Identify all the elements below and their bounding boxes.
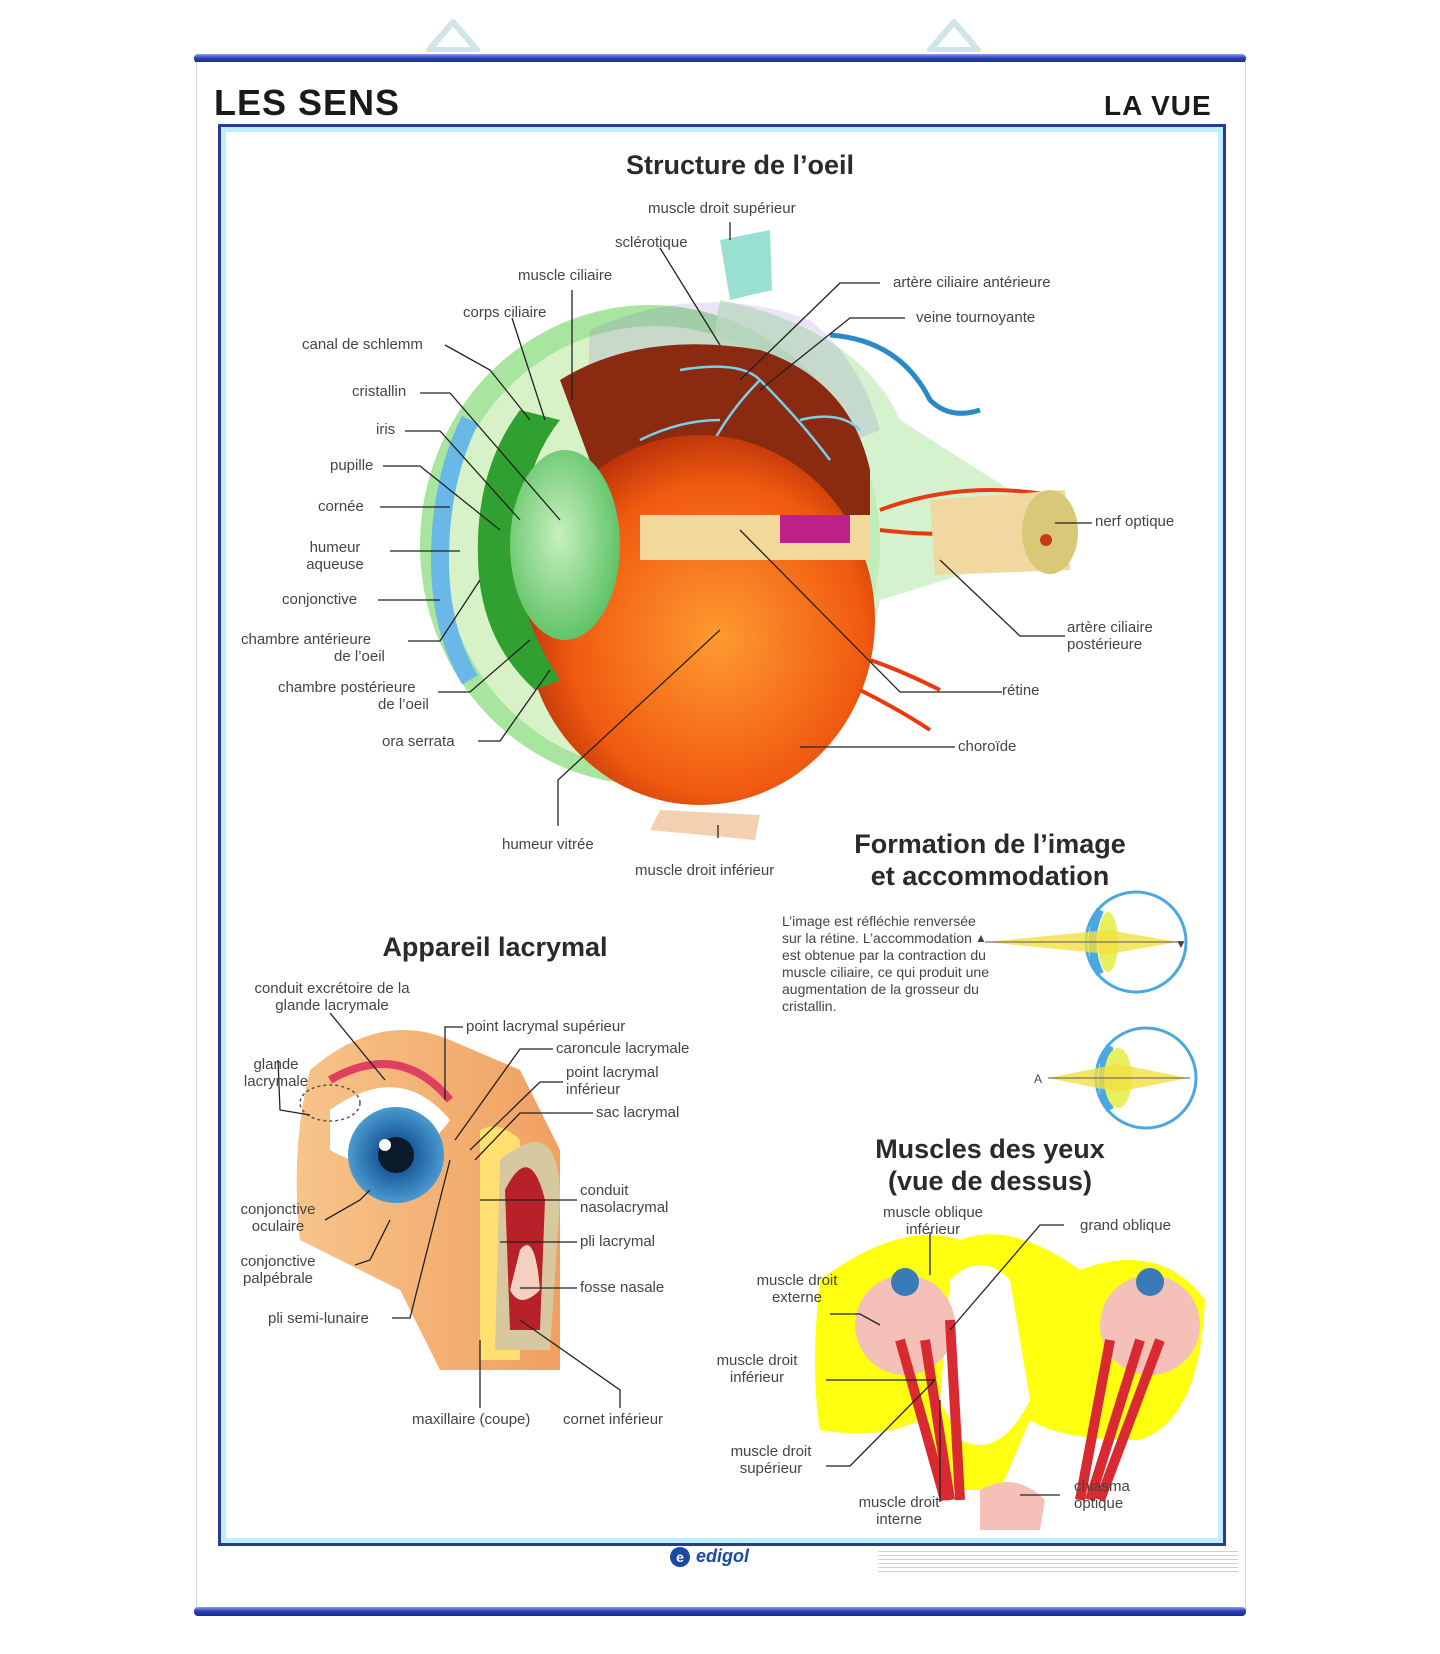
label-sac-lacrymal: sac lacrymal: [596, 1104, 680, 1121]
label-droit-interne-2: interne: [876, 1511, 922, 1528]
label-caroncule: caroncule lacrymale: [556, 1040, 690, 1057]
label-corps-ciliaire: corps ciliaire: [463, 304, 547, 321]
label-droit-inferieur-2: inférieur: [729, 1369, 785, 1386]
poster-title-right: LA VUE: [1104, 90, 1212, 121]
accommodation-diagrams: ▲ ▼: [975, 890, 1198, 1130]
label-object-a: A: [1034, 1072, 1043, 1086]
label-artere-post-2: postérieure: [1067, 636, 1143, 653]
top-rod: [194, 54, 1246, 63]
label-veine-tournoyante: veine tournoyante: [916, 309, 1036, 326]
hanger-icon: [426, 19, 480, 52]
formation-description: L’image est réfléchie renversée sur la r…: [782, 913, 989, 1014]
eye-leader-lines: [378, 222, 1092, 838]
label-conduit-naso-1: conduit: [580, 1182, 629, 1199]
fine-print: [878, 1548, 1238, 1574]
label-point-lacrymal-superieur: point lacrymal supérieur: [466, 1018, 626, 1035]
svg-text:▲: ▲: [975, 931, 987, 945]
edigol-logo-icon: e: [670, 1547, 690, 1568]
svg-text:▼: ▼: [1175, 937, 1187, 951]
heading-lacrymal: Appareil lacrymal: [382, 932, 608, 962]
heading-muscles-line1: Muscles des yeux: [875, 1134, 1105, 1164]
heading-muscles-line2: (vue de dessus): [887, 1166, 1093, 1196]
label-chiasma-1: chiasma: [1074, 1478, 1130, 1495]
eye-near-diagram: [1048, 1026, 1198, 1130]
lacrymal-leader-lines: [277, 1012, 621, 1408]
label-muscle-ciliaire: muscle ciliaire: [518, 267, 613, 284]
content-frame: [218, 124, 1226, 1546]
label-pupille: pupille: [330, 457, 374, 474]
label-chambre-ant-2: de l’oeil: [334, 648, 385, 665]
label-grand-oblique: grand oblique: [1080, 1217, 1171, 1234]
label-humeur-aqueuse-2: aqueuse: [306, 556, 364, 573]
label-droit-superieur-1: muscle droit: [730, 1443, 812, 1460]
label-retine: rétine: [1002, 682, 1040, 699]
label-humeur-aqueuse-1: humeur: [309, 539, 361, 556]
label-droit-externe-2: externe: [771, 1289, 823, 1306]
label-sclerotique: sclérotique: [615, 234, 688, 251]
label-oblique-inf-2: inférieur: [905, 1221, 961, 1238]
bottom-rod: [194, 1607, 1246, 1616]
label-chambre-post-1: chambre postérieure: [278, 679, 416, 696]
label-glande-2: lacrymale: [243, 1073, 309, 1090]
label-cornee: cornée: [318, 498, 364, 515]
eye-cross-section: [420, 230, 1078, 840]
label-droit-superieur-2: supérieur: [739, 1460, 803, 1477]
label-cristallin: cristallin: [352, 383, 407, 400]
label-oblique-inf-1: muscle oblique: [882, 1204, 984, 1221]
lacrymal-apparatus: [296, 1030, 560, 1370]
label-chambre-ant-1: chambre antérieure: [241, 631, 372, 648]
label-cornet-inferieur: cornet inférieur: [563, 1411, 664, 1428]
label-droit-inferieur-1: muscle droit: [716, 1352, 798, 1369]
eye-far-diagram: ▲ ▼: [975, 890, 1188, 994]
label-conduit-excretoire-1: conduit excrétoire de la: [254, 980, 410, 997]
muscle-leader-lines: [826, 1224, 1064, 1502]
label-maxillaire: maxillaire (coupe): [412, 1411, 531, 1428]
label-conduit-excretoire-2: glande lacrymale: [275, 997, 389, 1014]
label-droit-interne-1: muscle droit: [858, 1494, 940, 1511]
poster-title-left: LES SENS: [214, 82, 401, 123]
label-nerf-optique: nerf optique: [1095, 513, 1175, 530]
label-chambre-post-2: de l’oeil: [378, 696, 429, 713]
hanger-icon: [927, 19, 981, 52]
heading-structure: Structure de l’oeil: [625, 150, 855, 180]
label-muscle-droit-inferieur: muscle droit inférieur: [635, 862, 775, 879]
label-droit-externe-1: muscle droit: [756, 1272, 838, 1289]
label-point-lacrymal-inf-1: point lacrymal: [566, 1064, 659, 1081]
label-pli-lacrymal: pli lacrymal: [580, 1233, 656, 1250]
label-conj-oculaire-1: conjonctive: [240, 1201, 316, 1218]
label-chiasma-2: optique: [1074, 1495, 1124, 1512]
heading-formation-line2: et accommodation: [870, 861, 1110, 891]
label-humeur-vitree: humeur vitrée: [502, 836, 594, 853]
label-conj-palpebrale-2: palpébrale: [242, 1270, 314, 1287]
label-artere-post-1: artère ciliaire: [1067, 619, 1153, 636]
label-fosse-nasale: fosse nasale: [580, 1279, 665, 1296]
label-iris: iris: [376, 421, 396, 438]
label-artere-ciliaire-ant: artère ciliaire antérieure: [893, 274, 1051, 291]
brand-name: edigol: [696, 1546, 749, 1566]
label-ora-serrata: ora serrata: [382, 733, 455, 750]
label-muscle-droit-superieur: muscle droit supérieur: [648, 200, 796, 217]
label-pli-semi-lunaire: pli semi-lunaire: [268, 1310, 369, 1327]
label-conduit-naso-2: nasolacrymal: [580, 1199, 669, 1216]
label-point-lacrymal-inf-2: inférieur: [566, 1081, 621, 1098]
heading-formation-line1: Formation de l’image: [854, 829, 1126, 859]
label-conjonctive: conjonctive: [282, 591, 358, 608]
label-conj-oculaire-2: oculaire: [251, 1218, 305, 1235]
label-canal-schlemm: canal de schlemm: [302, 336, 423, 353]
label-glande-1: glande: [253, 1056, 299, 1073]
label-conj-palpebrale-1: conjonctive: [240, 1253, 316, 1270]
eye-muscles-top-view: [815, 1234, 1205, 1530]
label-choroide: choroïde: [958, 738, 1017, 755]
